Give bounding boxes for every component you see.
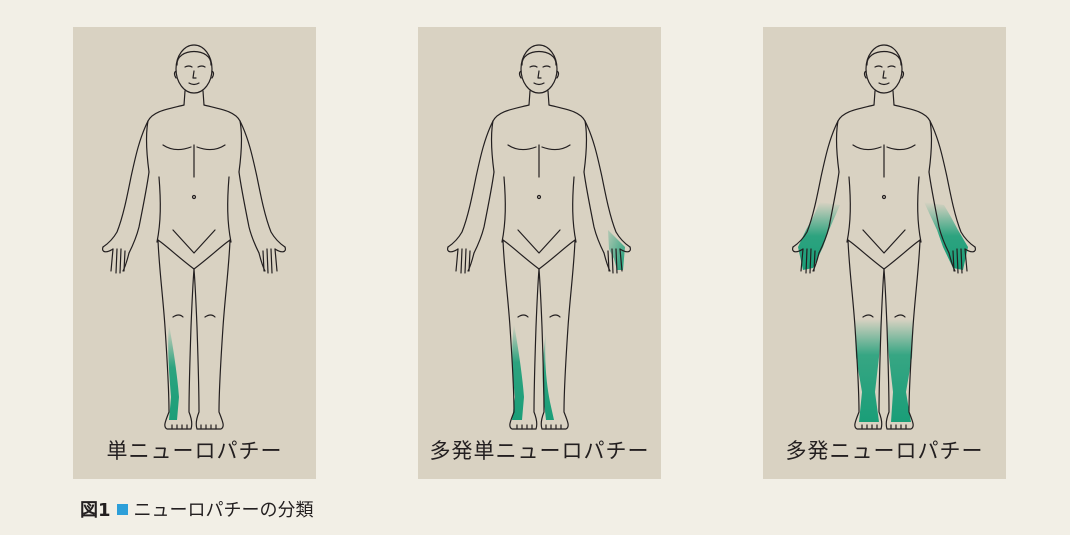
panel-label: 単ニューロパチー — [73, 435, 316, 465]
panel-polyneuropathy: 多発ニューロパチー — [763, 27, 1006, 479]
figure-caption: 図1 ニューロパチーの分類 — [80, 496, 314, 522]
figure-number: 図1 — [80, 496, 111, 522]
body-figure-polyneuropathy — [763, 27, 1006, 479]
caption-text: ニューロパチーの分類 — [134, 496, 314, 522]
caption-marker-icon — [117, 504, 128, 515]
affected-area-legs — [512, 324, 554, 420]
affected-area-lower-legs-feet — [854, 319, 914, 422]
panel-label: 多発ニューロパチー — [763, 435, 1006, 465]
panel-label: 多発単ニューロパチー — [418, 435, 661, 465]
body-figure-multiple-mononeuropathy — [418, 27, 661, 479]
affected-area-left-leg — [168, 324, 179, 420]
panel-mononeuropathy: 単ニューロパチー — [73, 27, 316, 479]
body-figure-mononeuropathy — [73, 27, 316, 479]
affected-area-forearms-hands — [798, 202, 968, 270]
panel-multiple-mononeuropathy: 多発単ニューロパチー — [418, 27, 661, 479]
